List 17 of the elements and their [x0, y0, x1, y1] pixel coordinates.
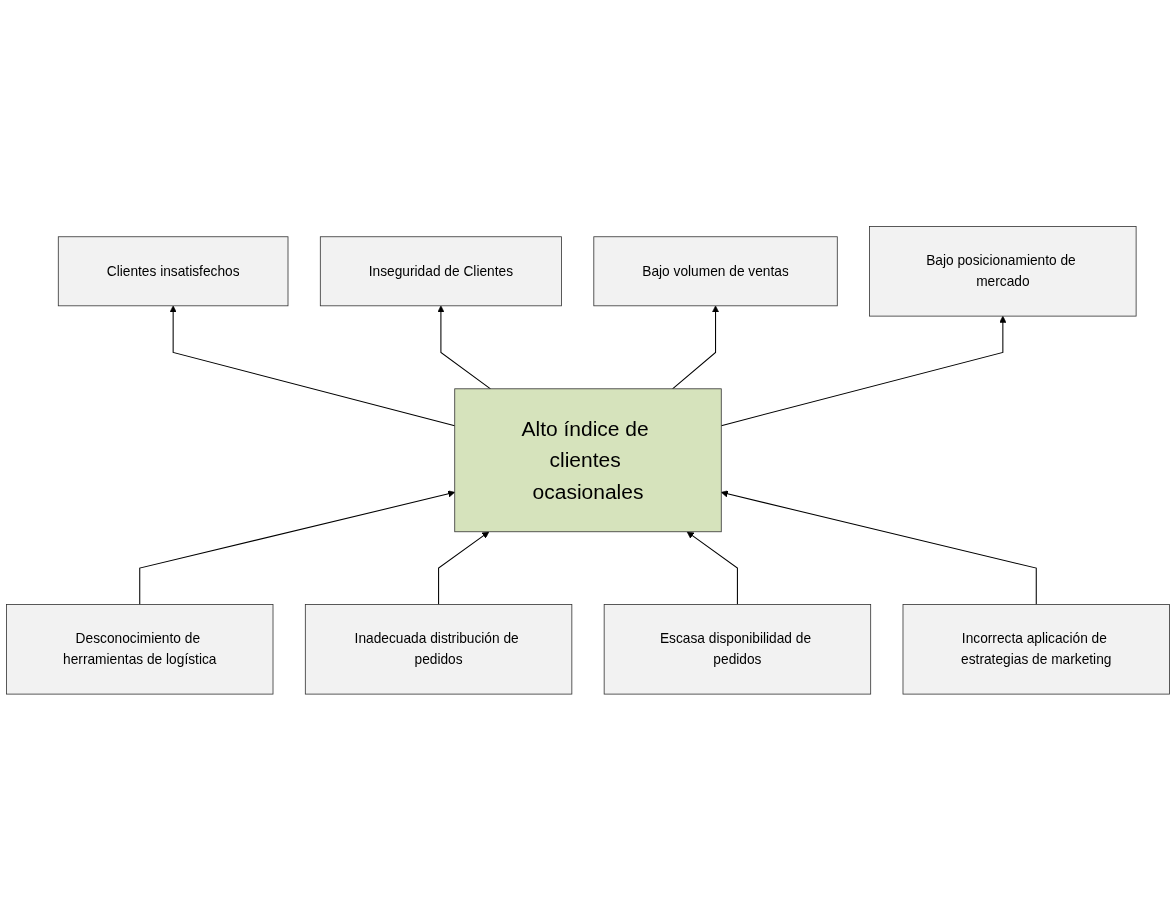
- node-box: Escasa disponibilidad de pedidos: [603, 603, 872, 695]
- node-box: Bajo posicionamiento de mercado: [869, 225, 1137, 317]
- node-box: Alto índice de clientes ocasionales: [454, 388, 722, 532]
- node-box: Clientes insatisfechos: [57, 236, 289, 306]
- node-box: Desconocimiento de herramientas de logística: [6, 603, 274, 695]
- arrow: [438, 531, 490, 605]
- arrow: [720, 315, 1007, 426]
- arrow: [139, 490, 456, 605]
- node-box: Inseguridad de Clientes: [319, 236, 562, 306]
- arrow: [169, 305, 456, 426]
- arrow: [672, 305, 720, 390]
- node-box: Inadecuada distribución de pedidos: [304, 603, 573, 695]
- arrow: [720, 490, 1037, 605]
- node-box: Incorrecta aplicación de estrategias de marketing: [902, 603, 1170, 695]
- arrow: [437, 305, 491, 390]
- node-box: Bajo volumen de ventas: [593, 236, 838, 306]
- arrow: [686, 531, 738, 605]
